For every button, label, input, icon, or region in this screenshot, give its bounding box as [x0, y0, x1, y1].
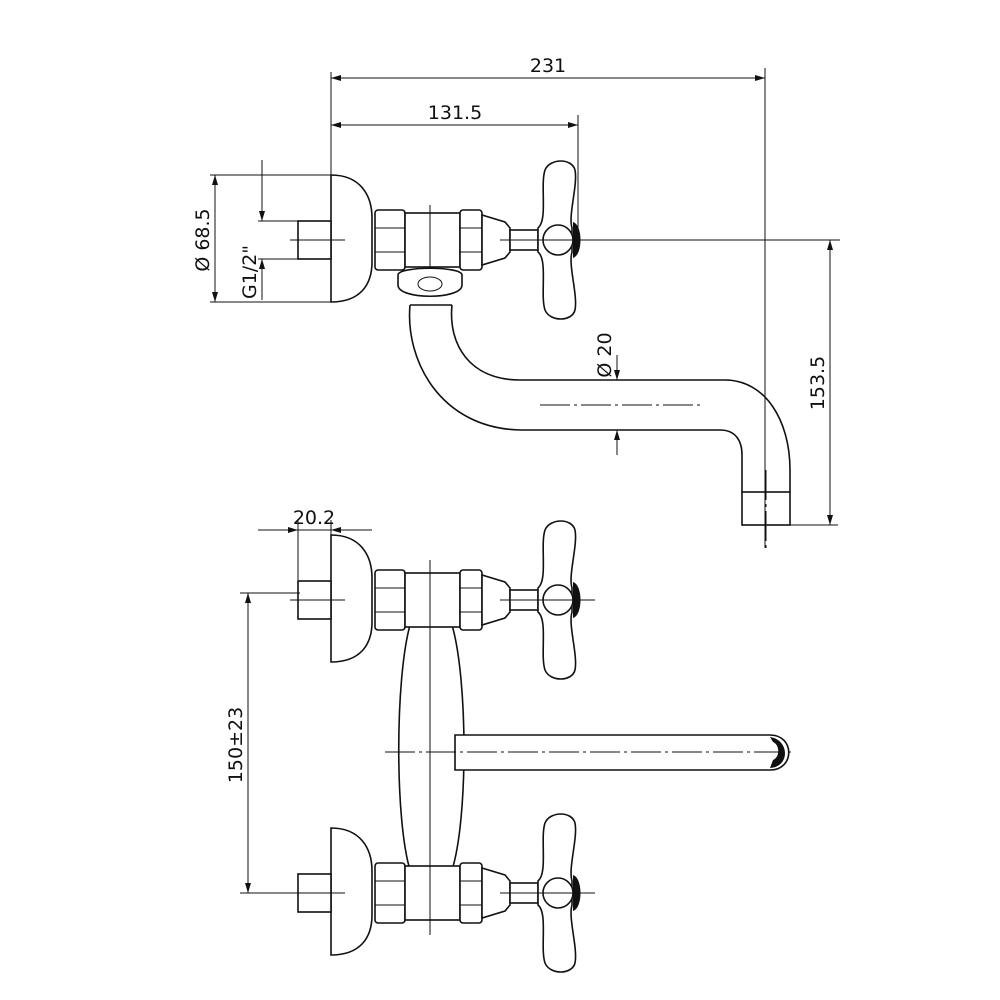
- dim-flange-diameter: Ø 68.5: [192, 208, 214, 271]
- spout-front: [454, 734, 790, 771]
- spout-connector: [397, 267, 463, 298]
- dim-nipple-length: 20.2: [293, 507, 335, 529]
- dim-handle-offset: 131.5: [428, 102, 482, 124]
- dim-spout-diameter: Ø 20: [594, 332, 616, 377]
- spout-inner: [450, 304, 791, 492]
- dim-thread: G1/2": [239, 245, 261, 299]
- dim-spout-height: 153.5: [807, 356, 829, 410]
- spout-outer: [408, 304, 743, 492]
- side-view: 231 131.5 Ø 68.5 G1/2" Ø 20 153.5: [192, 55, 840, 548]
- dim-center-distance: 150±23: [225, 707, 247, 783]
- front-view: 20.2 150±23: [225, 507, 795, 973]
- dim-overall-length: 231: [530, 55, 566, 77]
